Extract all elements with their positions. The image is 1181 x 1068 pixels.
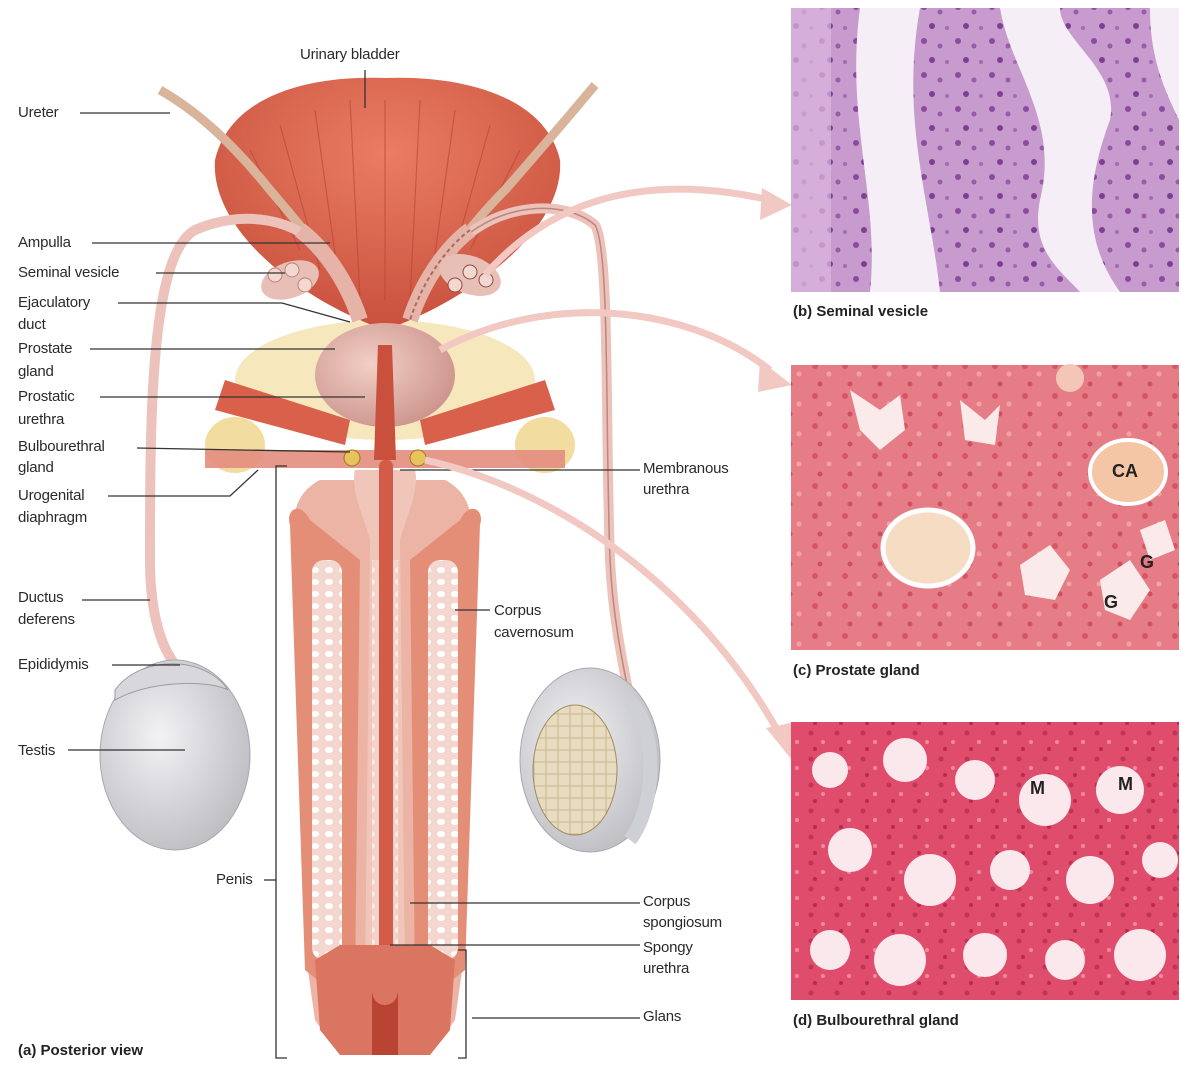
label-corpus-spongiosum-1: Corpus — [643, 891, 690, 913]
cavernosum-tissue-right — [428, 560, 458, 960]
label-bulbourethral-gland-2: gland — [18, 457, 54, 479]
testis-left — [100, 660, 250, 850]
spongy-urethra — [379, 460, 393, 1020]
cavernosum-tissue-left — [312, 560, 342, 960]
label-testis: Testis — [18, 740, 55, 762]
label-ductus-deferens-2: deferens — [18, 609, 75, 631]
marker-m-1: M — [1030, 778, 1045, 799]
label-prostate-gland-1: Prostate — [18, 338, 72, 360]
micrograph-bulbourethral-gland — [791, 722, 1179, 1000]
label-prostate-gland-2: gland — [18, 361, 54, 383]
marker-g-2: G — [1104, 592, 1118, 613]
marker-g-1: G — [1140, 552, 1154, 573]
caption-bulbourethral-gland: (d) Bulbourethral gland — [793, 1012, 959, 1029]
micrograph-prostate-gland — [791, 364, 1179, 650]
label-spongy-urethra-2: urethra — [643, 958, 689, 980]
label-corpus-cavernosum-2: cavernosum — [494, 622, 574, 644]
micrograph-seminal-vesicle — [791, 8, 1179, 292]
label-glans: Glans — [643, 1006, 681, 1028]
label-epididymis: Epididymis — [18, 654, 89, 676]
testis-right — [520, 668, 660, 852]
label-spongy-urethra-1: Spongy — [643, 937, 693, 959]
label-ejaculatory-duct-1: Ejaculatory — [18, 292, 90, 314]
label-ampulla: Ampulla — [18, 232, 71, 254]
label-urinary-bladder: Urinary bladder — [300, 44, 400, 66]
label-corpus-cavernosum-1: Corpus — [494, 600, 541, 622]
marker-m-2: M — [1118, 774, 1133, 795]
label-membranous-urethra-1: Membranous — [643, 458, 729, 480]
label-membranous-urethra-2: urethra — [643, 479, 689, 501]
label-corpus-spongiosum-2: spongiosum — [643, 912, 722, 934]
caption-seminal-vesicle: (b) Seminal vesicle — [793, 303, 928, 320]
caption-posterior-view: (a) Posterior view — [18, 1042, 143, 1059]
label-ureter: Ureter — [18, 102, 58, 124]
label-ejaculatory-duct-2: duct — [18, 314, 46, 336]
label-prostatic-urethra-2: urethra — [18, 409, 64, 431]
bulbourethral-gland-right — [410, 450, 426, 466]
label-urogenital-diaphragm-2: diaphragm — [18, 507, 87, 529]
anatomy-illustration — [100, 78, 660, 1055]
label-bulbourethral-gland-1: Bulbourethral — [18, 436, 105, 458]
caption-prostate-gland: (c) Prostate gland — [793, 662, 920, 679]
label-seminal-vesicle: Seminal vesicle — [18, 262, 119, 284]
label-penis: Penis — [216, 869, 253, 891]
label-prostatic-urethra-1: Prostatic — [18, 386, 75, 408]
marker-ca: CA — [1112, 461, 1138, 482]
label-ductus-deferens-1: Ductus — [18, 587, 64, 609]
label-urogenital-diaphragm-1: Urogenital — [18, 485, 84, 507]
